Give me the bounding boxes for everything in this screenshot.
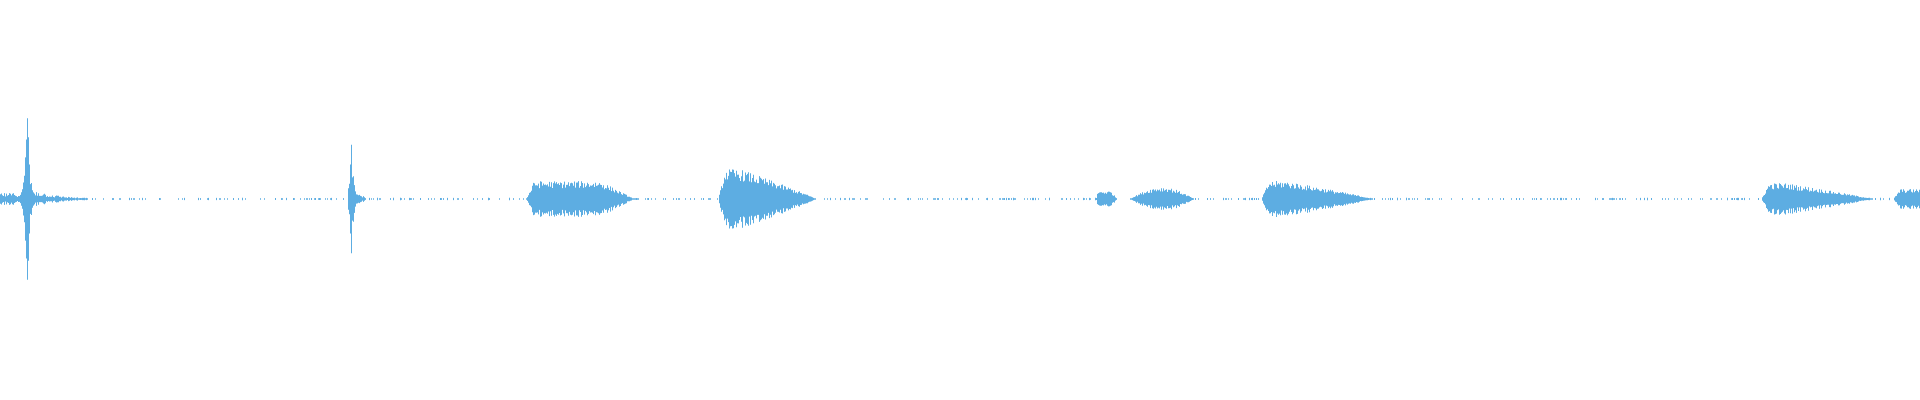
- waveform-path: [0, 118, 1920, 280]
- waveform-samples: [0, 118, 1920, 280]
